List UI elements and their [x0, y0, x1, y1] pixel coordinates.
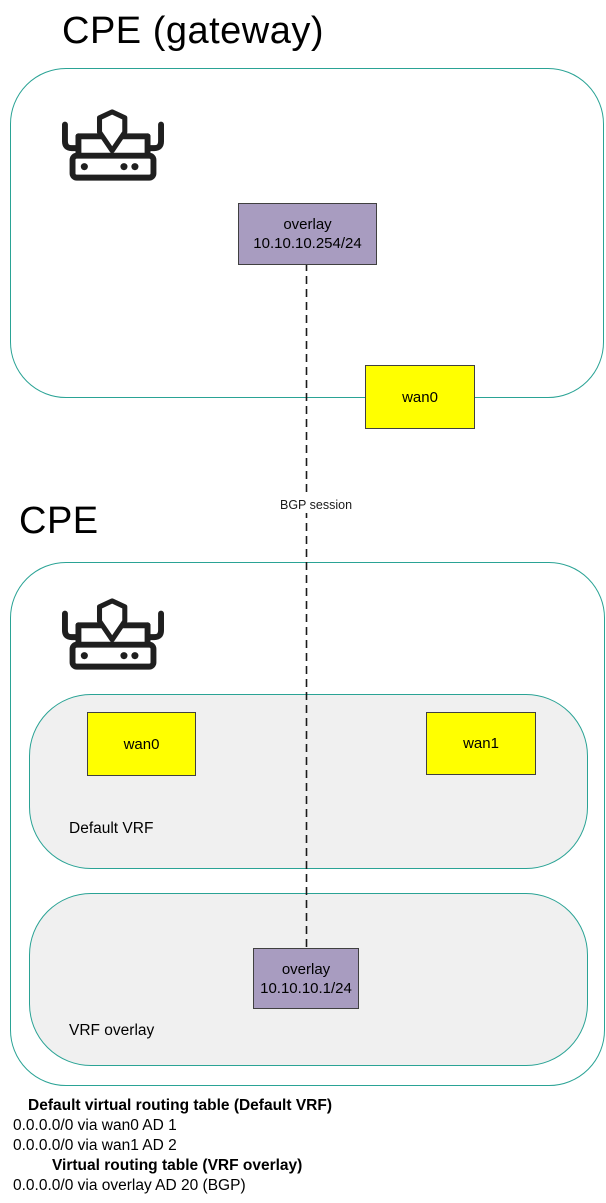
- routing-tables-text: Default virtual routing table (Default V…: [13, 1096, 332, 1196]
- vrf-overlay-label: VRF overlay: [69, 1022, 155, 1039]
- routing-table-heading: Virtual routing table (VRF overlay): [52, 1157, 303, 1174]
- default-vrf-label: Default VRF: [69, 820, 154, 837]
- bgp-session-label: BGP session: [277, 497, 356, 513]
- routing-table-heading: Default virtual routing table (Default V…: [28, 1097, 332, 1114]
- interface-name: overlay: [283, 216, 332, 233]
- cpe-wan0-interface: wan0: [87, 712, 196, 776]
- interface-name: wan0: [123, 735, 160, 753]
- interface-name: wan0: [402, 388, 438, 406]
- cpe-title: CPE: [19, 500, 99, 542]
- gateway-title: CPE (gateway): [62, 10, 325, 52]
- bgp-session-link: [305, 263, 308, 948]
- interface-ip: 10.10.10.1/24: [260, 979, 352, 997]
- gateway-overlay-interface: overlay 10.10.10.254/24: [238, 203, 377, 265]
- firewall-router-icon: [62, 109, 164, 181]
- gateway-wan0-interface: wan0: [365, 365, 475, 429]
- interface-name: wan1: [463, 735, 499, 752]
- routing-table-entry: 0.0.0.0/0 via wan1 AD 2: [13, 1137, 177, 1154]
- cpe-zone: [10, 562, 605, 1086]
- interface-ip: 10.10.10.254/24: [253, 235, 362, 252]
- cpe-overlay-interface: overlay 10.10.10.1/24: [253, 948, 359, 1009]
- routing-table-entry: 0.0.0.0/0 via wan0 AD 1: [13, 1117, 177, 1134]
- cpe-wan1-interface: wan1: [426, 712, 536, 775]
- routing-table-entry: 0.0.0.0/0 via overlay AD 20 (BGP): [13, 1177, 246, 1194]
- firewall-router-icon: [62, 598, 164, 670]
- interface-name: overlay: [281, 960, 331, 978]
